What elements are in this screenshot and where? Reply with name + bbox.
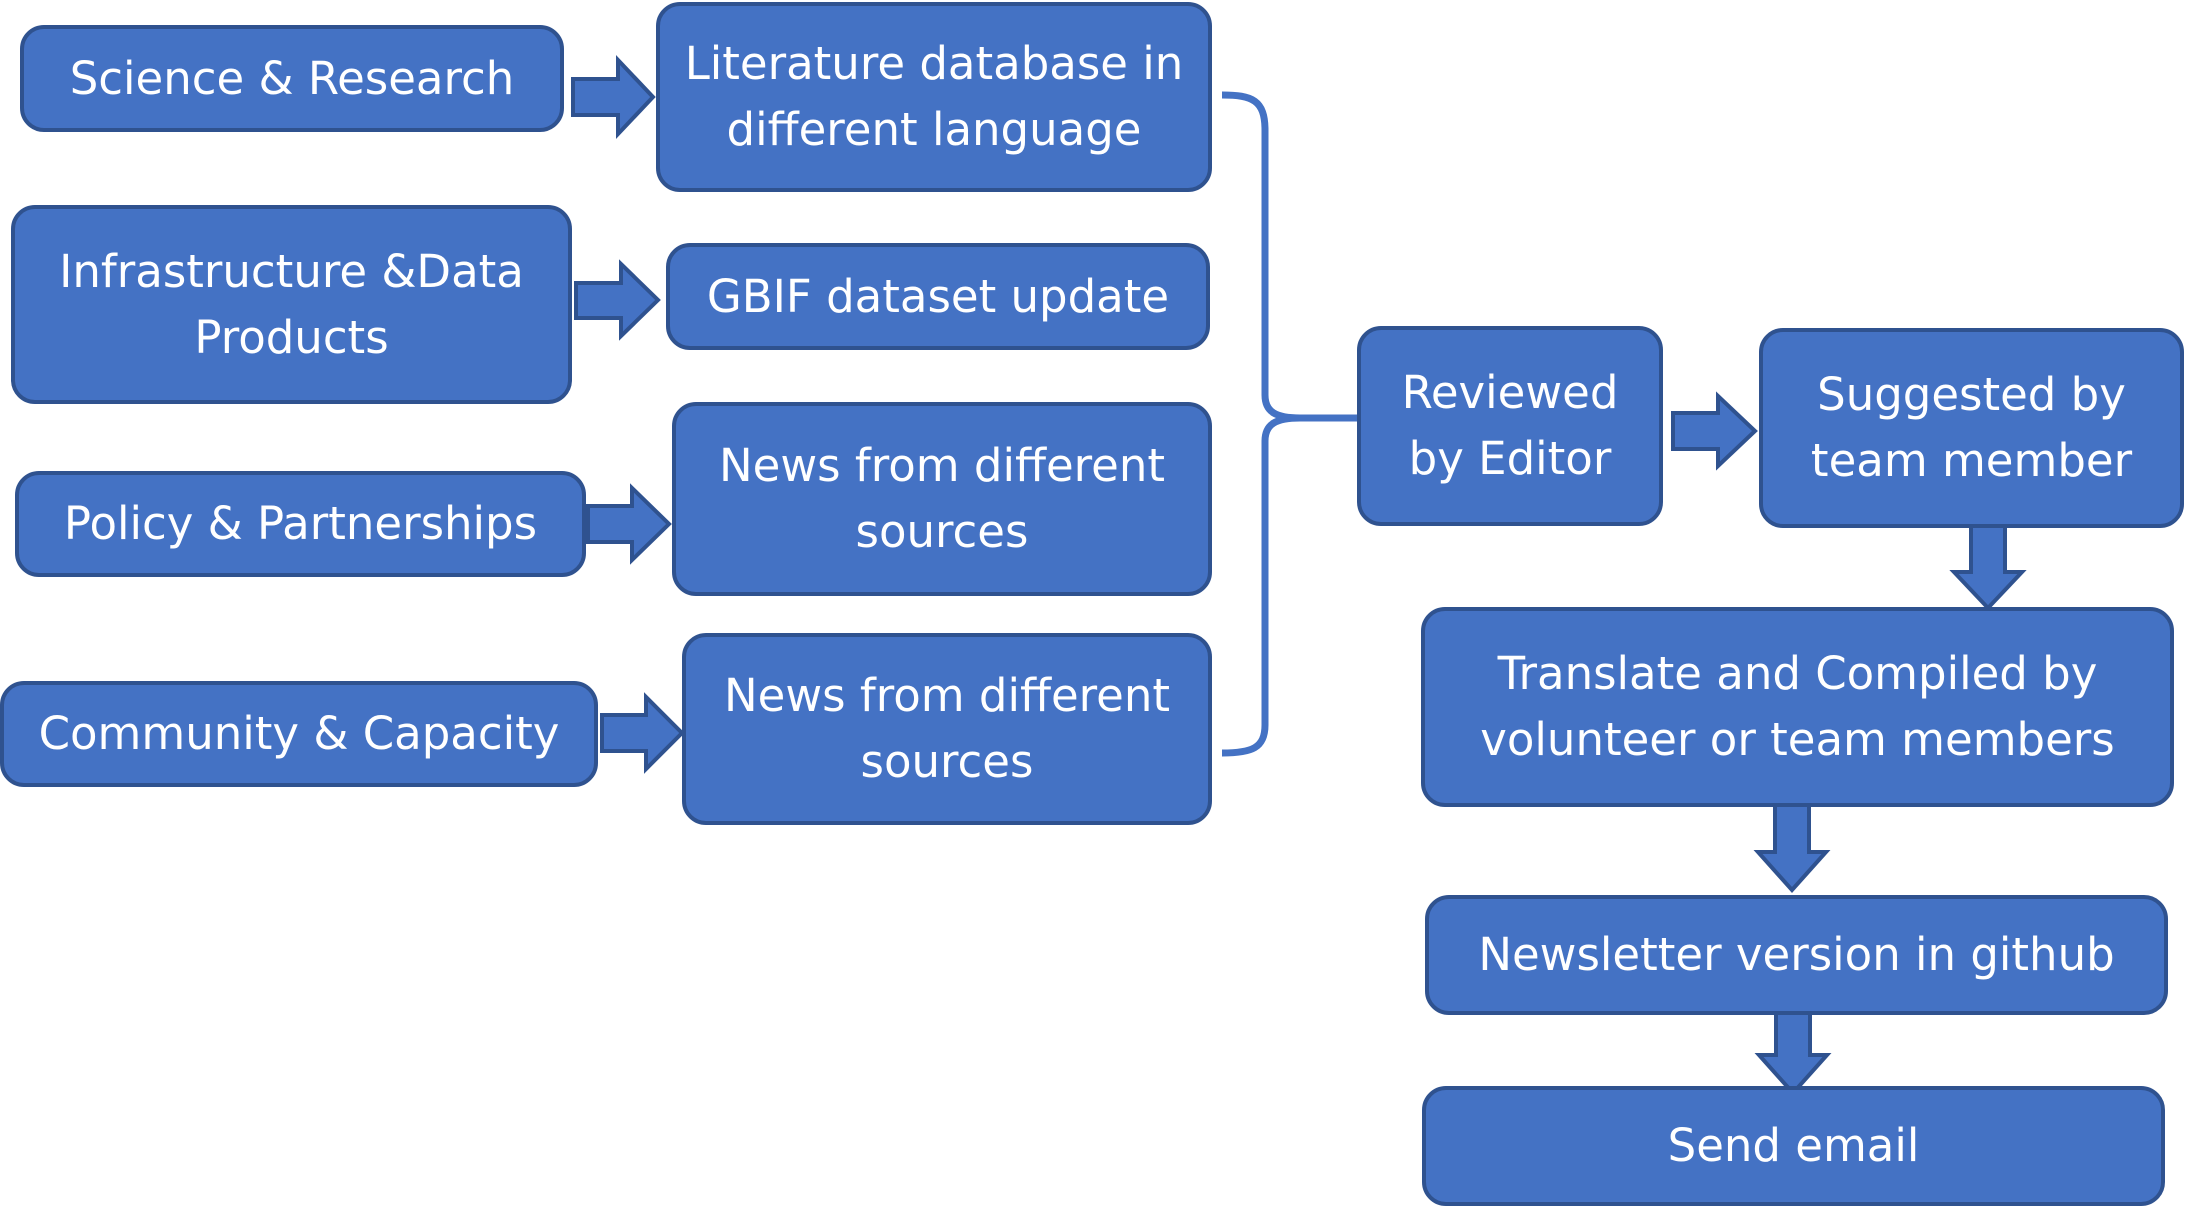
source-news1-label: News from different sources (718, 439, 1166, 558)
step-suggested-by-team-member: Suggested by team member (1759, 328, 2184, 528)
arrow-policy-to-news1 (586, 483, 672, 565)
category-infrastructure-data-products: Infrastructure &Data Products (11, 205, 572, 404)
source-news-community: News from different sources (682, 633, 1212, 825)
arrow-newsletter-to-send (1754, 1001, 1832, 1096)
step-reviewed-by-editor: Reviewed by Editor (1357, 326, 1663, 526)
source-gbif-dataset-update: GBIF dataset update (666, 243, 1210, 350)
category-community-label: Community & Capacity (38, 707, 560, 760)
category-science-research: Science & Research (20, 25, 564, 132)
category-community-capacity: Community & Capacity (0, 681, 598, 787)
step-newsletter-github: Newsletter version in github (1425, 895, 2168, 1015)
source-literature-label: Literature database in different languag… (684, 37, 1184, 156)
step-send-email: Send email (1422, 1086, 2165, 1206)
category-science-research-label: Science & Research (69, 51, 515, 105)
source-literature-database: Literature database in different languag… (656, 2, 1212, 192)
step-reviewed-label: Reviewed by Editor (1401, 366, 1619, 485)
category-policy-label: Policy & Partnerships (63, 497, 538, 550)
category-policy-partnerships: Policy & Partnerships (15, 471, 586, 577)
step-suggested-label: Suggested by team member (1810, 368, 2133, 487)
source-news2-label: News from different sources (723, 669, 1171, 788)
arrow-infrastructure-to-gbif (574, 259, 661, 341)
arrow-reviewed-to-suggested (1671, 391, 1758, 471)
step-translate-label: Translate and Compiled by volunteer or t… (1480, 647, 2115, 766)
source-gbif-label: GBIF dataset update (706, 269, 1170, 323)
arrow-community-to-news2 (600, 692, 685, 774)
step-newsletter-label: Newsletter version in github (1478, 928, 2115, 981)
step-send-label: Send email (1667, 1119, 1920, 1172)
arrow-suggested-to-translate (1949, 518, 2027, 611)
arrow-translate-to-newsletter (1753, 798, 1831, 893)
step-translate-and-compile: Translate and Compiled by volunteer or t… (1421, 607, 2174, 807)
category-infrastructure-label: Infrastructure &Data Products (59, 244, 524, 364)
grouping-brace (1221, 91, 1357, 757)
source-news-policy: News from different sources (672, 402, 1212, 596)
arrow-science-to-literature (571, 54, 656, 140)
